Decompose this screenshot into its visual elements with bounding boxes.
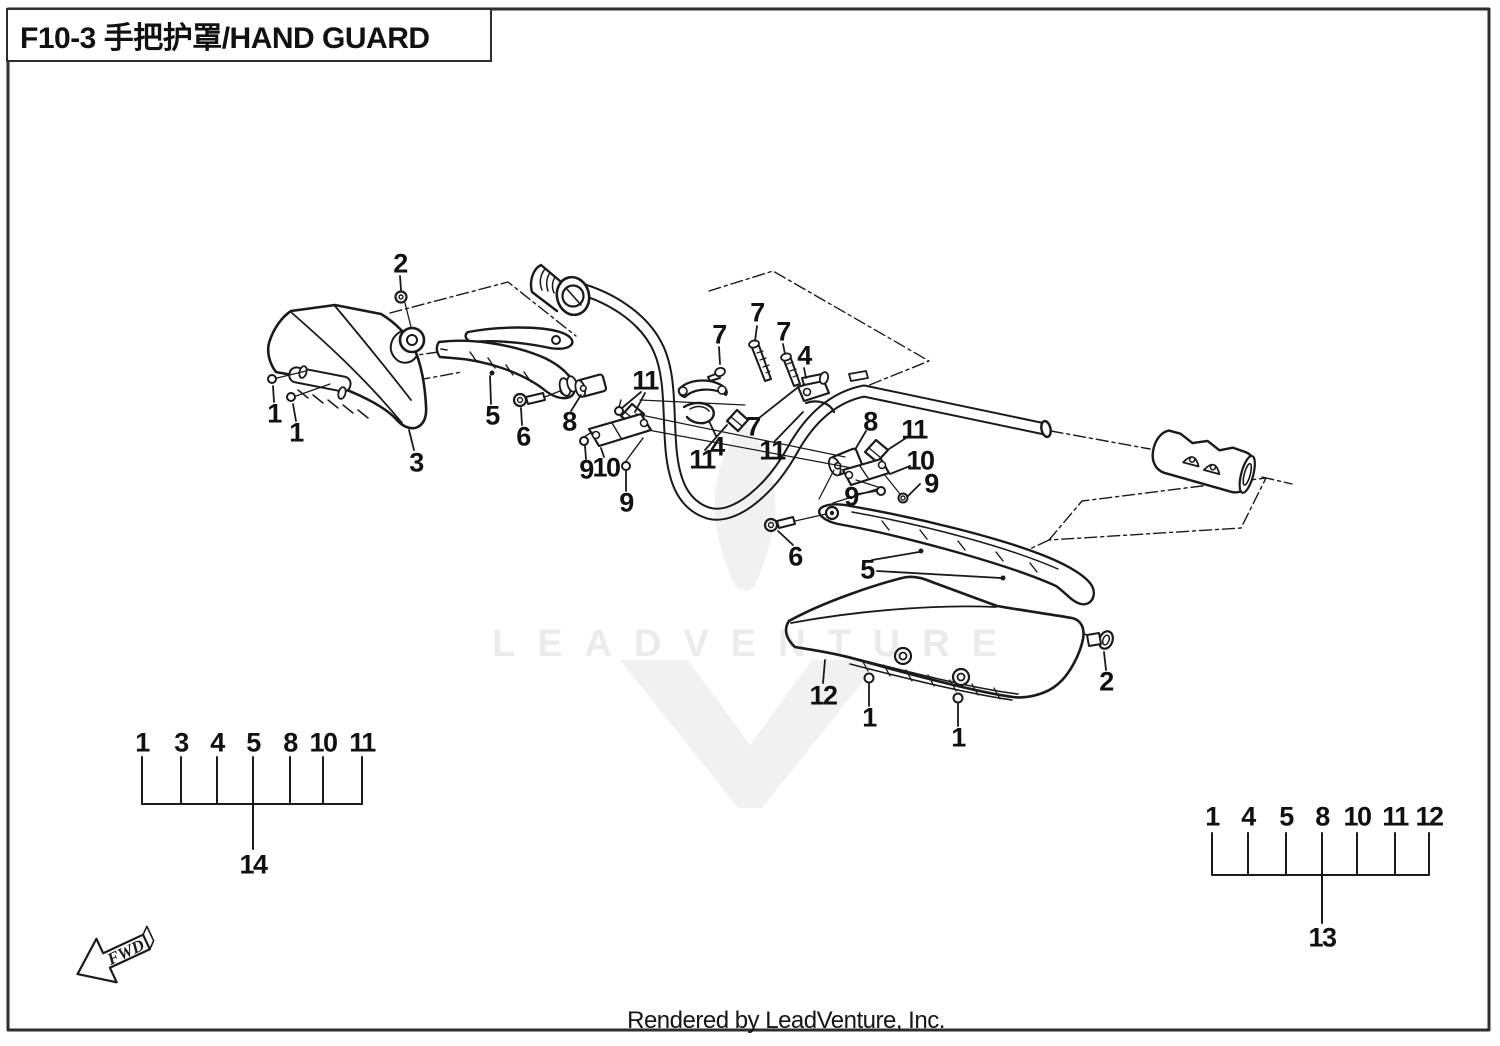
handlebar (559, 278, 1052, 521)
right-grip (1151, 429, 1256, 494)
part-callout-8[interactable]: 8 (1315, 801, 1330, 832)
part-callout-7[interactable]: 7 (776, 316, 791, 347)
part-callout-4[interactable]: 4 (797, 340, 812, 371)
center-clamp-hardware (677, 339, 836, 433)
part-callout-4[interactable]: 4 (210, 727, 225, 758)
part-callout-6[interactable]: 6 (788, 541, 803, 572)
right-guard-bracket (817, 503, 1095, 606)
part-callout-3[interactable]: 3 (174, 727, 189, 758)
part-callout-4[interactable]: 4 (1241, 801, 1256, 832)
part-callout-9[interactable]: 9 (579, 454, 594, 485)
part-callout-9[interactable]: 9 (924, 468, 939, 499)
part-callout-13[interactable]: 13 (1308, 922, 1337, 953)
left-clamp-hardware (558, 373, 653, 471)
footer-credit: Rendered by LeadVenture, Inc. (627, 1007, 945, 1034)
phantom-lines (389, 270, 1293, 638)
part-callout-1[interactable]: 1 (289, 417, 304, 448)
part-callout-5[interactable]: 5 (246, 727, 261, 758)
part-callout-10[interactable]: 10 (592, 452, 621, 483)
part-callout-5[interactable]: 5 (860, 554, 875, 585)
part-callout-7[interactable]: 7 (750, 297, 765, 328)
part-callout-11[interactable]: 11 (632, 365, 659, 396)
part-callout-8[interactable]: 8 (562, 406, 577, 437)
part-callout-12[interactable]: 12 (809, 680, 838, 711)
part-callout-12[interactable]: 12 (1415, 801, 1444, 832)
part-callout-1[interactable]: 1 (951, 722, 966, 753)
diagram-title-box: F10-3 手把护罩/HAND GUARD (6, 8, 492, 62)
part-callout-11[interactable]: 11 (901, 414, 928, 445)
part-callout-8[interactable]: 8 (863, 406, 878, 437)
right-clamp-hardware (818, 438, 909, 504)
part-callout-1[interactable]: 1 (135, 727, 150, 758)
diagram-title: F10-3 手把护罩/HAND GUARD (20, 22, 430, 55)
part-callout-9[interactable]: 9 (844, 481, 859, 512)
part-callout-11[interactable]: 11 (689, 444, 716, 475)
part-callout-11[interactable]: 11 (1382, 801, 1409, 832)
part-callout-7[interactable]: 7 (746, 411, 761, 442)
part-callout-10[interactable]: 10 (906, 445, 935, 476)
part-callout-7[interactable]: 7 (712, 319, 727, 350)
part-callout-6[interactable]: 6 (516, 421, 531, 452)
left-guard-shield (266, 303, 428, 430)
throttle-tube (529, 263, 591, 317)
part-callout-11[interactable]: 11 (349, 727, 376, 758)
part-callout-10[interactable]: 10 (1343, 801, 1372, 832)
part-callout-14[interactable]: 14 (239, 849, 268, 880)
part-callout-11[interactable]: 11 (759, 435, 786, 466)
part-callout-10[interactable]: 10 (309, 727, 338, 758)
part-callout-5[interactable]: 5 (485, 400, 500, 431)
part-callout-1[interactable]: 1 (862, 702, 877, 733)
part-callout-1[interactable]: 1 (267, 398, 282, 429)
part-callout-5[interactable]: 5 (1279, 801, 1294, 832)
part-callout-3[interactable]: 3 (409, 447, 424, 478)
part-callout-9[interactable]: 9 (619, 487, 634, 518)
left-guard-bracket (435, 326, 576, 400)
part-callout-2[interactable]: 2 (1099, 666, 1114, 697)
part-callout-8[interactable]: 8 (283, 727, 298, 758)
legend-brackets (141, 756, 1430, 924)
page-border (6, 7, 1491, 1032)
part-callout-1[interactable]: 1 (1205, 801, 1220, 832)
right-guard-shield (784, 575, 1085, 701)
part-callout-2[interactable]: 2 (393, 248, 408, 279)
